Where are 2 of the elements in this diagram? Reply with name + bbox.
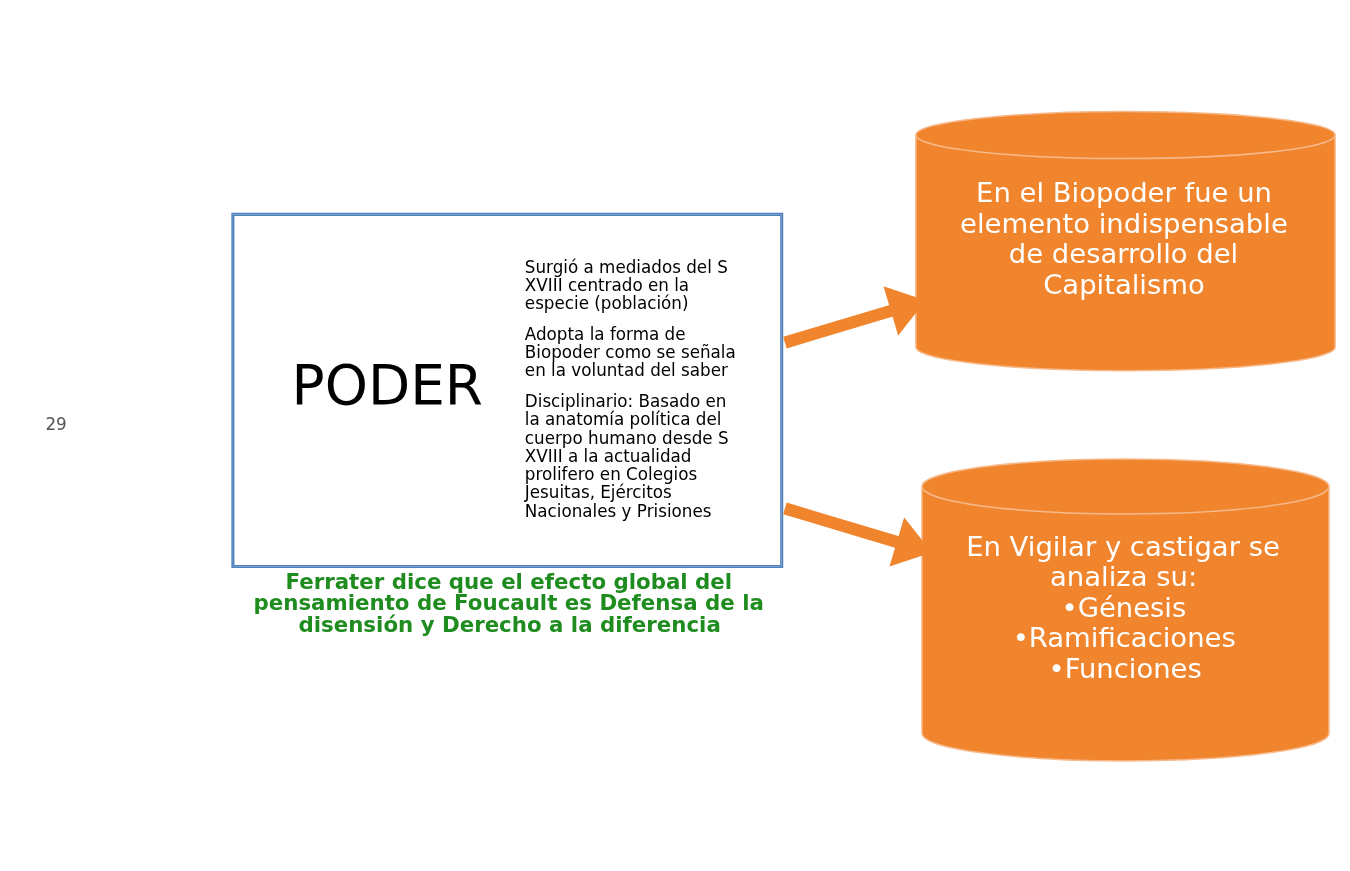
node-label: Ferrater dice que el efecto global del pensamiento de Foucault es Defensa de la disensión y Derecho a la diferencia <box>253 568 764 637</box>
label: 29 <box>45 413 67 434</box>
